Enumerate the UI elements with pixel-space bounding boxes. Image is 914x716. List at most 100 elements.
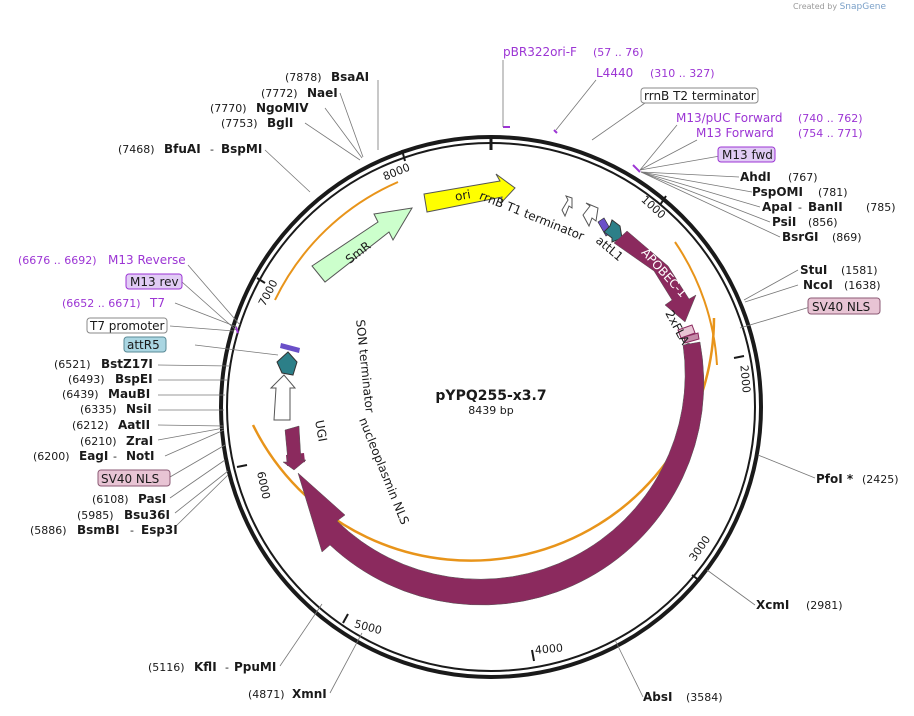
site-pasi-pos: (6108) [92,493,129,506]
tick-5000 [342,613,349,624]
site-bstz17i: BstZ17I [101,357,153,371]
rrnb-t2-label: rrnB T2 terminator [644,89,756,103]
box-sv40-left[interactable]: SV40 NLS [97,469,171,487]
site-bsrgi-pos: (869) [832,231,862,244]
sites-left[interactable]: (4871) XmnI (5116) KflI - PpuMI (5886) B… [30,70,369,701]
orf-apobec-arc [674,241,718,366]
site-absi-pos: (3584) [686,691,723,704]
primer-mark-m13fwd [632,164,641,173]
site-stui: StuI [800,263,827,277]
tick-label-7000: 7000 [256,278,281,309]
site-bfuai-sep: - [210,143,214,156]
box-t7-promoter[interactable]: T7 promoter [86,317,168,334]
site-pfoi-pos: (2425) [862,473,899,486]
feature-ori[interactable]: ori [423,173,516,213]
t7-range: (6652 .. 6671) [62,297,141,310]
attr5-label: attR5 [127,338,160,352]
ticks [236,149,745,662]
box-attr5[interactable]: attR5 [123,336,167,353]
site-xcmi-pos: (2981) [806,599,843,612]
site-bsu36i-pos: (5985) [77,509,114,522]
site-naei: NaeI [307,86,338,100]
site-absi: AbsI [643,690,672,704]
m13rev-box-label: M13 rev [130,275,179,289]
site-ngomiv: NgoMIV [256,101,309,115]
site-bspei-pos: (6493) [68,373,105,386]
site-ncoi-pos: (1638) [844,279,881,292]
site-bsmbi-pos: (5886) [30,524,67,537]
t7-name: T7 [149,296,165,310]
pbr322-range: (57 .. 76) [593,46,644,59]
site-aatii: AatII [118,418,150,432]
l4440-name: L4440 [596,66,633,80]
box-m13rev[interactable]: M13 rev [125,273,183,290]
site-eagi-pos: (6200) [33,450,70,463]
box-rrnb-t2[interactable]: rrnB T2 terminator [640,87,759,104]
tick-1000 [659,195,667,206]
site-maubi: MauBI [108,387,150,401]
site-eagi-sep: - [113,450,117,463]
site-xcmi: XcmI [756,598,789,612]
site-zrai: ZraI [126,434,153,448]
feature-label-son-terminator: SON terminator [353,319,377,414]
site-esp3i: Esp3I [141,523,178,537]
site-pfoi: PfoI * [816,472,854,486]
plasmid-name: pYPQ255-x3.7 [435,388,546,404]
site-pspomi-pos: (781) [818,186,848,199]
site-bgli: BglI [267,116,293,130]
site-kfli-pos: (5116) [148,661,185,674]
feature-apobec[interactable]: APOBEC-1 [613,230,697,323]
snapgene-brand: SnapGene [839,2,886,12]
feature-label-ori: ori [454,187,472,203]
orf-smr-arc [274,181,399,301]
tick-8000 [401,149,406,162]
site-psii-pos: (856) [808,216,838,229]
site-ngomiv-pos: (7770) [210,102,247,115]
site-bsrgi: BsrGI [782,230,819,244]
tick-label-4000: 4000 [534,641,563,656]
feature-nucleoplasmin-nls[interactable]: nucleoplasmin NLS [286,415,412,527]
feature-xcas9[interactable]: xCas9-3.7 [297,341,705,622]
m13fwd-primer-name: M13 Forward [696,126,774,140]
primer-mark-l4440 [553,129,558,134]
primer-marks [235,126,641,334]
site-bfuai-pos: (7468) [118,143,155,156]
site-bsu36i: Bsu36I [124,508,170,522]
feature-ugi[interactable]: UGI [282,419,330,471]
site-bsaai-pos: (7878) [285,71,322,84]
site-naei-pos: (7772) [261,87,298,100]
site-apai-pos: (785) [866,201,896,214]
site-bfuai: BfuAI [164,142,201,156]
t7-promoter-label: T7 promoter [89,319,165,333]
sv40-left-label: SV40 NLS [101,472,159,486]
feature-label-rrnb-t1: rrnB T1 terminator [477,188,586,243]
site-bspmi: BspMI [221,142,262,156]
site-pasi: PasI [138,492,166,506]
m13rev-range: (6676 .. 6692) [18,254,97,267]
site-eagi: EagI [79,449,108,463]
tick-label-3000: 3000 [687,533,714,563]
site-xmni: XmnI [292,687,327,701]
site-aatii-pos: (6212) [72,419,109,432]
box-sv40-right[interactable]: SV40 NLS [807,297,881,315]
pbr322-name: pBR322ori-F [503,45,577,59]
site-kfli-sep: - [225,661,229,674]
site-bstz17i-pos: (6521) [54,358,91,371]
primer-labels: pBR322ori-F (57 .. 76) L4440 (310 .. 327… [18,45,863,310]
sites-right[interactable]: AhdI (767) PspOMI (781) ApaI - BanII (78… [643,170,899,704]
tick-3000 [691,574,701,582]
feature-rrnb-t1[interactable]: rrnB T1 terminator [477,188,599,243]
feature-smr[interactable]: SmR [311,207,413,283]
site-bsmbi: BsmBI [77,523,119,537]
snapgene-credit: Created by SnapGene [793,2,886,12]
box-m13fwd[interactable]: M13 fwd [717,146,776,163]
plasmid-size: 8439 bp [468,404,513,417]
site-banii: BanII [808,200,843,214]
site-zrai-pos: (6210) [80,435,117,448]
site-bsmbi-sep: - [130,524,134,537]
site-kfli: KflI [194,660,217,674]
site-bgli-pos: (7753) [221,117,258,130]
feature-label-nucleoplasmin-nls: nucleoplasmin NLS [356,415,412,526]
site-psii: PsiI [772,215,796,229]
